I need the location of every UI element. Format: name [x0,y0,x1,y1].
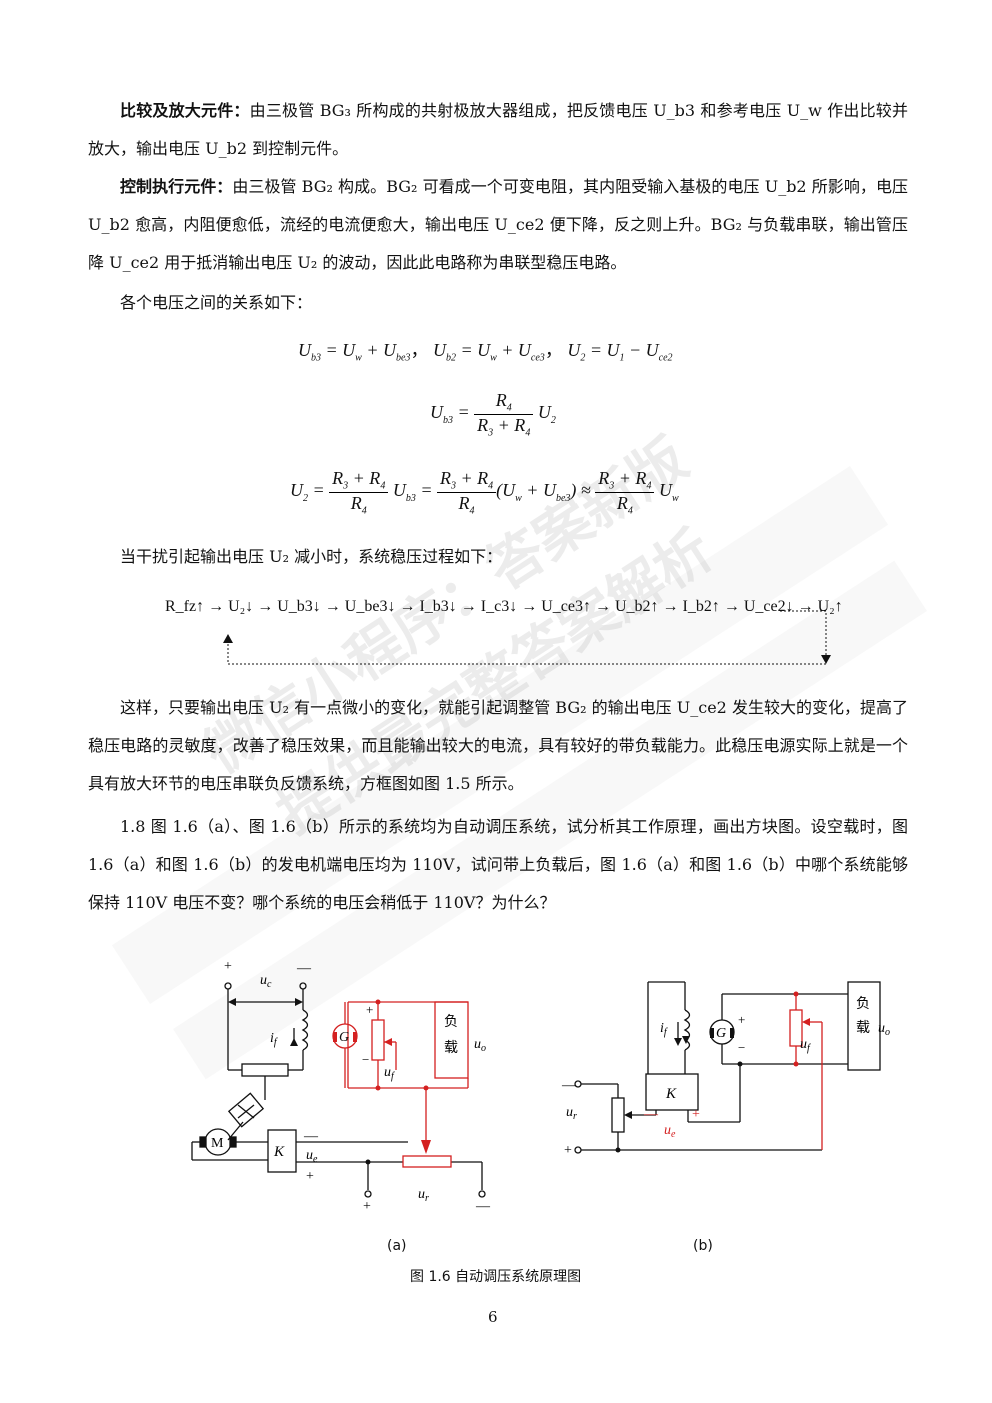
figure-caption: 图 1.6 自动调压系统原理图 [410,1269,582,1285]
load-label-bottom: 载 [856,1020,870,1036]
svg-text:+: + [363,1199,371,1214]
svg-text:if: if [270,1031,278,1048]
load-label-top: 负 [856,996,870,1012]
regulation-chain: R_fz↑ → U₂↓ → U_b3↓ → U_be3↓ → I_b3↓ → I… [165,598,843,615]
svg-text:−: − [738,1040,745,1055]
svg-text:uo: uo [474,1037,486,1054]
paragraph-body: 各个电压之间的关系如下： [120,293,313,312]
svg-text:—: — [475,1199,491,1214]
svg-text:+: + [738,1012,745,1027]
svg-text:uf: uf [384,1065,395,1082]
svg-text:—: — [303,1129,319,1144]
svg-text:ue: ue [306,1148,318,1165]
paragraph-body: 1.8 图 1.6（a）、图 1.6（b）所示的系统均为自动调压系统，试分析其工… [88,817,908,912]
paragraph-relations: 各个电压之间的关系如下： [88,284,908,322]
paragraph-control: 控制执行元件：由三极管 BG₂ 构成。BG₂ 可看成一个可变电阻，其内阻受输入基… [88,168,908,282]
svg-text:if: if [660,1021,668,1038]
paragraph-conclusion: 这样，只要输出电压 U₂ 有一点微小的变化，就能引起调整管 BG₂ 的输出电压 … [88,689,908,803]
figure-b-circuit: if K G + − — ur + 负 载 uo uf — + ue [561,981,890,1158]
svg-text:G: G [339,1030,349,1045]
svg-text:uo: uo [878,1021,890,1038]
svg-text:—: — [296,961,312,976]
paragraph-body: 由三极管 BG₃ 所构成的共射极放大器组成，把反馈电压 U_b3 和参考电压 U… [88,101,908,158]
paragraph-question-1-8: 1.8 图 1.6（a）、图 1.6（b）所示的系统均为自动调压系统，试分析其工… [88,808,908,922]
svg-text:+: + [366,1002,373,1017]
chain-feedback-arrow [223,610,831,665]
figure-b-label: (b) [693,1238,713,1254]
svg-text:−: − [362,1052,369,1067]
equation-1: Ub3 = Uw + Ube3， Ub2 = Uw + Uce3， U2 = U… [298,340,673,364]
paragraph-heading: 比较及放大元件： [120,101,250,120]
svg-text:—: — [643,1107,659,1122]
paragraph-heading: 控制执行元件： [120,177,233,196]
paragraph-process-intro: 当干扰引起输出电压 U₂ 减小时，系统稳压过程如下： [88,538,908,576]
svg-text:ur: ur [566,1105,577,1122]
svg-text:ur: ur [418,1187,429,1204]
svg-text:G: G [716,1026,726,1041]
svg-text:+: + [306,1169,314,1184]
svg-text:—: — [561,1078,577,1093]
svg-text:uf: uf [800,1037,811,1054]
svg-text:+: + [692,1107,700,1122]
paragraph-body: 这样，只要输出电压 U₂ 有一点微小的变化，就能引起调整管 BG₂ 的输出电压 … [88,698,908,793]
paragraph-body: 当干扰引起输出电压 U₂ 减小时，系统稳压过程如下： [120,547,503,566]
paragraph-comparator: 比较及放大元件：由三极管 BG₃ 所构成的共射极放大器组成，把反馈电压 U_b3… [88,92,908,168]
load-label-bottom: 载 [444,1040,458,1056]
svg-text:K: K [665,1086,677,1102]
load-label-top: 负 [444,1014,458,1030]
figure-a-label: (a) [387,1238,407,1254]
svg-text:ue: ue [664,1123,676,1140]
paragraph-body: 由三极管 BG₂ 构成。BG₂ 可看成一个可变电阻，其内阻受输入基极的电压 U_… [88,177,908,272]
svg-text:uc: uc [260,973,272,990]
figure-a-circuit: + — uc if M K — ue + + — ur [191,959,491,1214]
page-number: 6 [488,1308,498,1326]
svg-text:K: K [273,1144,285,1160]
svg-text:+: + [224,959,232,974]
svg-text:M: M [211,1136,224,1151]
svg-text:+: + [564,1143,572,1158]
